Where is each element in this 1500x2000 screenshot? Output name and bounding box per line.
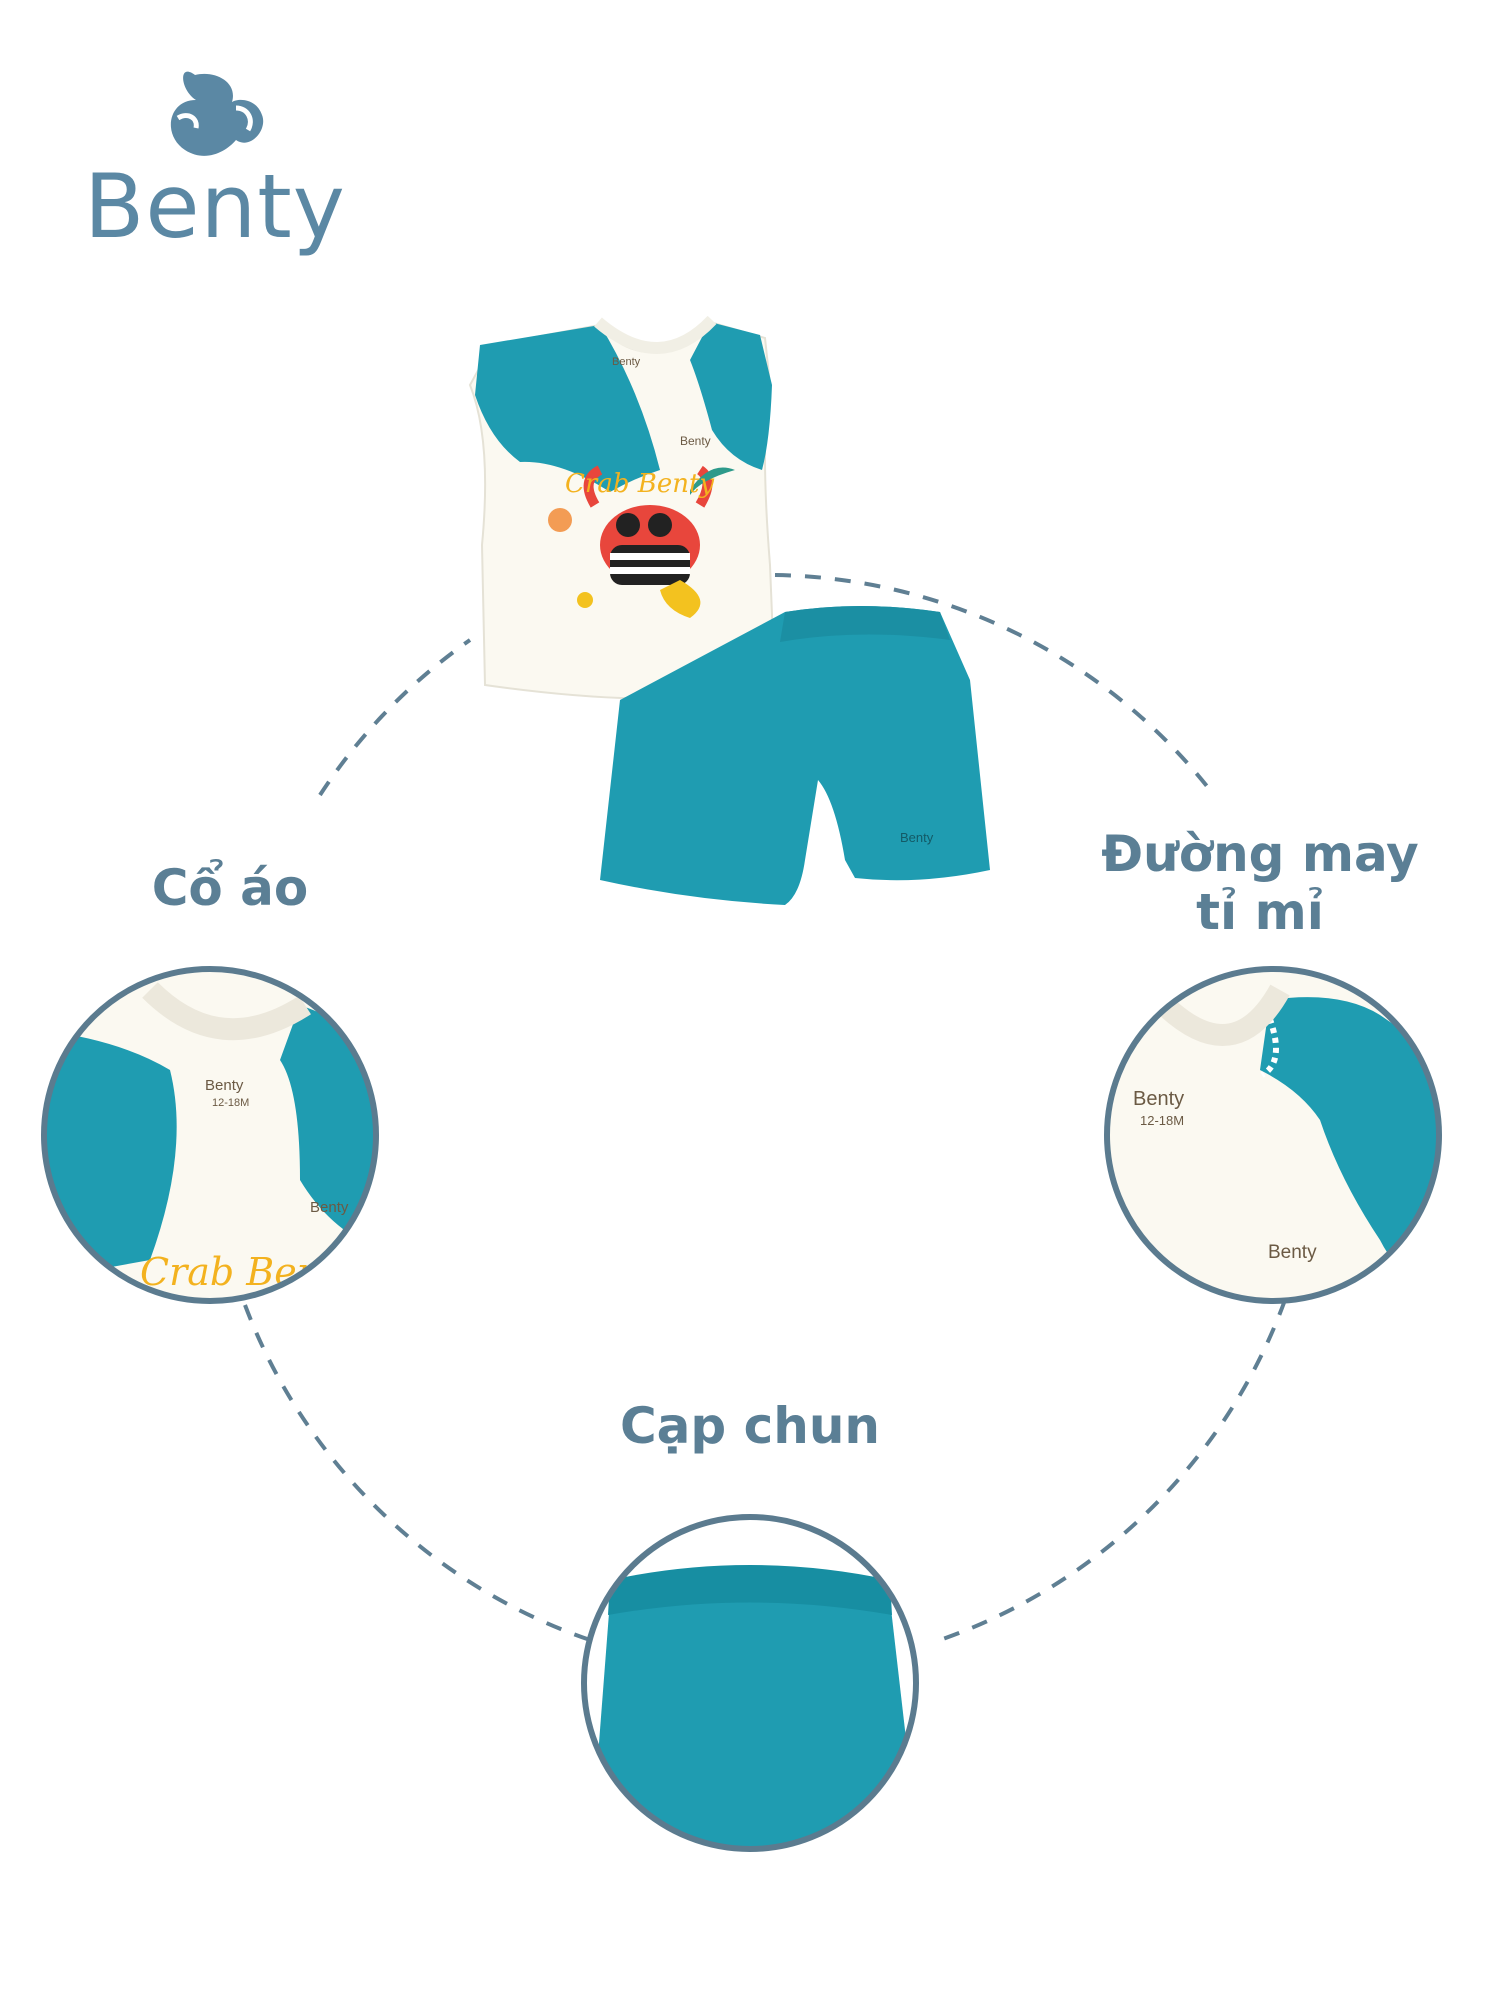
waistband-detail-circle — [581, 1514, 919, 1852]
feature-label-stitching-line1: Đường may — [1101, 825, 1419, 883]
collar-tag-text: Benty — [310, 1199, 349, 1216]
feature-label-stitching-line2: tỉ mỉ — [1196, 882, 1324, 941]
feature-label-stitching: Đường may tỉ mỉ — [1080, 825, 1440, 941]
collar-size-tag: 12-18M — [212, 1097, 249, 1109]
stitching-size-tag: 12-18M — [1140, 1113, 1184, 1128]
stitching-tag-text: Benty — [1133, 1088, 1184, 1110]
product-shirt-image: Crab Benty Benty Benty — [468, 315, 777, 700]
shirt-print-text: Crab Benty — [565, 469, 714, 499]
dashed-arc-top-left — [318, 638, 472, 797]
stitching-print-tag: Benty — [1268, 1242, 1317, 1263]
stitching-detail-circle: Benty 12-18M Benty — [1104, 966, 1442, 1304]
feature-label-collar: Cổ áo — [151, 859, 309, 917]
feature-label-waistband: Cạp chun — [619, 1397, 881, 1455]
brand-logo-text: Benty — [84, 155, 346, 258]
shorts-tag-text: Benty — [900, 830, 934, 845]
dashed-arc-top-right — [774, 573, 1212, 792]
product-shorts-image: Benty — [600, 606, 990, 905]
crab-print-graphic — [548, 465, 735, 618]
dashed-connector-circle — [243, 573, 1287, 1642]
collar-detail-circle: Crab Benty Benty Benty 12-18M — [41, 966, 379, 1304]
brand-logo-icon — [170, 71, 264, 156]
collar-neck-tag: Benty — [205, 1077, 244, 1094]
dashed-arc-right — [939, 1299, 1287, 1642]
shirt-neck-tag: Benty — [612, 356, 641, 368]
shirt-tag-text: Benty — [680, 434, 711, 448]
dashed-arc-left — [243, 1304, 591, 1642]
